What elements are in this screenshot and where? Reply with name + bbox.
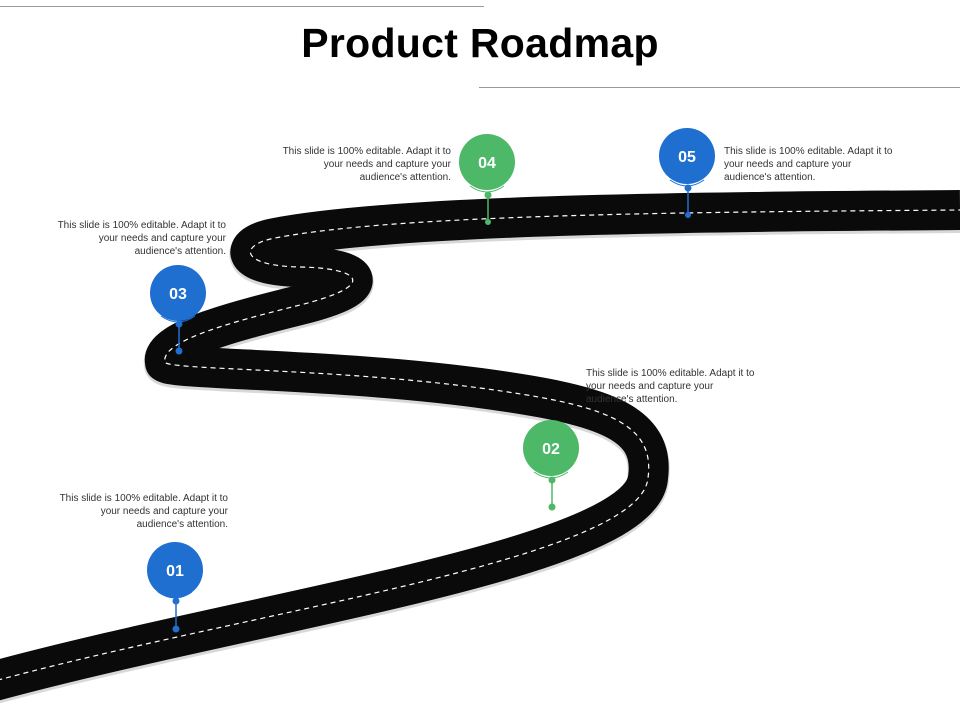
milestone-02-label: 02 bbox=[542, 441, 560, 458]
road-lane-line bbox=[0, 209, 960, 681]
milestone-05-badge bbox=[659, 128, 715, 184]
milestone-05-description: This slide is 100% editable. Adapt it to… bbox=[724, 146, 893, 183]
title-divider-line bbox=[479, 87, 960, 88]
road-edge-highlight bbox=[0, 191, 960, 704]
road-surface bbox=[0, 190, 960, 701]
milestone-01-label: 01 bbox=[166, 563, 184, 580]
milestone-03-marker: 03 bbox=[150, 265, 206, 355]
milestone-02-badge bbox=[523, 420, 579, 476]
milestone-03-description: This slide is 100% editable. Adapt it to… bbox=[57, 220, 226, 257]
milestone-05-label: 05 bbox=[678, 149, 696, 166]
milestone-04-marker: 04 bbox=[459, 134, 515, 225]
milestone-04-description: This slide is 100% editable. Adapt it to… bbox=[282, 146, 451, 183]
page-title: Product Roadmap bbox=[301, 20, 659, 66]
milestone-03-label: 03 bbox=[169, 286, 187, 303]
road bbox=[0, 190, 960, 704]
milestone-02-anchor-dot bbox=[548, 503, 556, 511]
milestone-01-anchor-dot bbox=[172, 625, 180, 633]
milestone-05-marker: 05 bbox=[659, 128, 715, 218]
milestone-03-badge bbox=[150, 265, 206, 321]
milestone-01-badge bbox=[147, 542, 203, 598]
milestone-01-description: This slide is 100% editable. Adapt it to… bbox=[59, 493, 228, 530]
milestone-04-anchor-dot bbox=[485, 219, 491, 225]
top-divider-line bbox=[0, 6, 484, 7]
milestone-02-description: This slide is 100% editable. Adapt it to… bbox=[586, 368, 755, 405]
milestone-03-anchor-dot bbox=[175, 347, 183, 355]
milestone-04-label: 04 bbox=[478, 155, 496, 172]
milestone-01-marker: 01 bbox=[147, 542, 203, 633]
milestone-04-badge bbox=[459, 134, 515, 190]
milestone-02-marker: 02 bbox=[523, 420, 579, 511]
milestone-05-anchor-dot bbox=[685, 212, 691, 218]
